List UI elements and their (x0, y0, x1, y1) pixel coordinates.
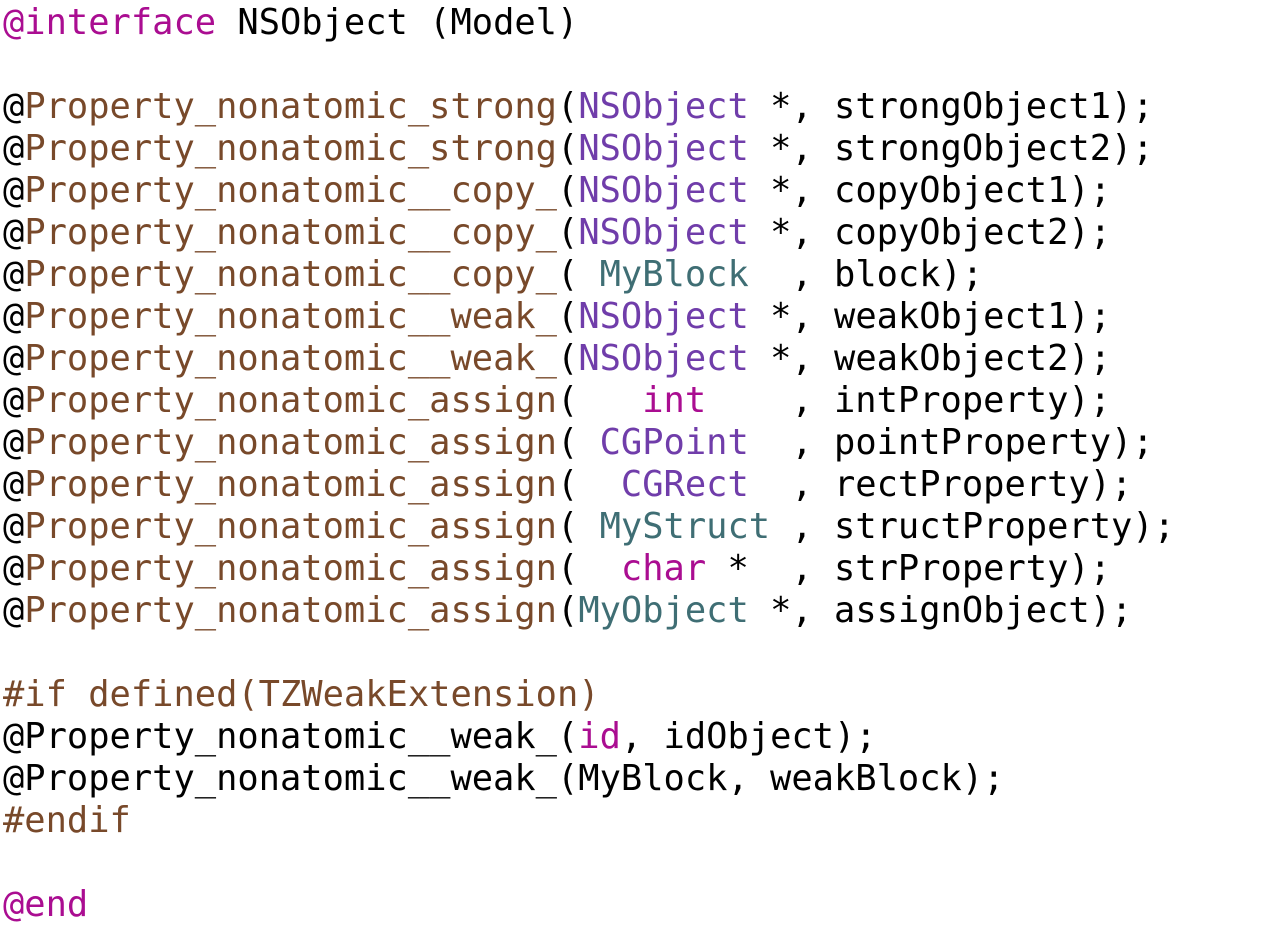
code-line[interactable]: @Property_nonatomic_assign( MyStruct , s… (3, 506, 1262, 548)
code-token: *, weakObject1); (748, 296, 1111, 337)
code-line[interactable]: @Property_nonatomic__copy_(NSObject *, c… (3, 212, 1262, 254)
macro-token: Property_nonatomic_strong (24, 128, 557, 169)
code-token: @ (3, 170, 25, 211)
code-line[interactable] (3, 44, 1262, 86)
macro-token: #if defined(TZWeakExtension) (3, 674, 600, 715)
macro-token: Property_nonatomic__copy_ (24, 254, 557, 295)
code-token: ( (557, 212, 579, 253)
code-token: @Property_nonatomic__weak_( (3, 716, 579, 757)
code-line[interactable]: #endif (3, 800, 1262, 842)
code-token: , idObject); (620, 716, 877, 757)
code-token: @ (3, 422, 25, 463)
code-line[interactable]: @interface NSObject (Model) (3, 2, 1262, 44)
code-token: , intProperty); (706, 380, 1111, 421)
keyword-token: @interface (3, 2, 217, 43)
class-token: NSObject (578, 86, 749, 127)
code-line[interactable]: @Property_nonatomic_assign(MyObject *, a… (3, 590, 1262, 632)
macro-token: Property_nonatomic__weak_ (24, 296, 557, 337)
code-token: @ (3, 128, 25, 169)
code-line[interactable]: @Property_nonatomic__weak_(MyBlock, weak… (3, 758, 1262, 800)
class-token: NSObject (578, 170, 749, 211)
code-line[interactable]: @Property_nonatomic_assign( CGPoint , po… (3, 422, 1262, 464)
keyword-token: @end (3, 884, 89, 925)
code-token: @ (3, 380, 25, 421)
code-token: ( (557, 422, 600, 463)
code-token: ( (557, 128, 579, 169)
macro-token: Property_nonatomic_assign (24, 548, 557, 589)
macro-token: Property_nonatomic_strong (24, 86, 557, 127)
code-line[interactable]: @Property_nonatomic__weak_(NSObject *, w… (3, 296, 1262, 338)
macro-token: #endif (3, 800, 131, 841)
code-line[interactable]: @Property_nonatomic_assign( CGRect , rec… (3, 464, 1262, 506)
code-token: @Property_nonatomic__weak_(MyBlock, weak… (3, 758, 1005, 799)
class-token: CGRect (620, 464, 749, 505)
code-line[interactable]: @Property_nonatomic_assign( int , intPro… (3, 380, 1262, 422)
code-token: ( (557, 296, 579, 337)
macro-token: Property_nonatomic_assign (24, 422, 557, 463)
code-line[interactable]: @Property_nonatomic__copy_( MyBlock , bl… (3, 254, 1262, 296)
code-token: *, copyObject1); (748, 170, 1111, 211)
code-line[interactable]: @end (3, 884, 1262, 926)
code-token: , rectProperty); (748, 464, 1133, 505)
code-token: NSObject (Model) (216, 2, 579, 43)
code-token: ( (557, 506, 600, 547)
code-token: @ (3, 506, 25, 547)
code-token: *, assignObject); (748, 590, 1133, 631)
macro-token: Property_nonatomic_assign (24, 464, 557, 505)
code-line[interactable]: @Property_nonatomic__weak_(id, idObject)… (3, 716, 1262, 758)
code-token: @ (3, 338, 25, 379)
code-token: *, copyObject2); (748, 212, 1111, 253)
code-token: *, strongObject2); (748, 128, 1154, 169)
macro-token: Property_nonatomic_assign (24, 506, 557, 547)
code-token: @ (3, 86, 25, 127)
code-token: *, strongObject1); (748, 86, 1154, 127)
code-token: ( (557, 338, 579, 379)
code-line[interactable]: @Property_nonatomic__copy_(NSObject *, c… (3, 170, 1262, 212)
code-token: ( (557, 590, 579, 631)
keyword-token: id (578, 716, 621, 757)
keyword-token: char (620, 548, 707, 589)
code-token: , block); (748, 254, 984, 295)
code-token: @ (3, 464, 25, 505)
code-token: @ (3, 296, 25, 337)
code-token: *, weakObject2); (748, 338, 1111, 379)
code-token: , pointProperty); (748, 422, 1154, 463)
macro-token: Property_nonatomic__copy_ (24, 170, 557, 211)
code-token: @ (3, 548, 25, 589)
class-token: NSObject (578, 296, 749, 337)
class-token: CGPoint (599, 422, 749, 463)
code-token: @ (3, 212, 25, 253)
code-line[interactable] (3, 632, 1262, 674)
code-line[interactable]: @Property_nonatomic_assign( char * , str… (3, 548, 1262, 590)
code-token: ( (557, 254, 600, 295)
keyword-token: int (642, 380, 707, 421)
macro-token: Property_nonatomic_assign (24, 590, 557, 631)
macro-token: Property_nonatomic__weak_ (24, 338, 557, 379)
macro-token: Property_nonatomic_assign (24, 380, 557, 421)
type-token: MyStruct (599, 506, 771, 547)
class-token: NSObject (578, 128, 749, 169)
class-token: NSObject (578, 338, 749, 379)
code-line[interactable]: @Property_nonatomic_strong(NSObject *, s… (3, 128, 1262, 170)
code-line[interactable]: @Property_nonatomic_strong(NSObject *, s… (3, 86, 1262, 128)
code-line[interactable]: @Property_nonatomic__weak_(NSObject *, w… (3, 338, 1262, 380)
code-token: @ (3, 254, 25, 295)
macro-token: Property_nonatomic__copy_ (24, 212, 557, 253)
code-line[interactable] (3, 842, 1262, 884)
type-token: MyObject (578, 590, 749, 631)
code-token: ( (557, 170, 579, 211)
code-token: ( (557, 548, 621, 589)
code-token: , structProperty); (770, 506, 1175, 547)
code-token: ( (557, 380, 643, 421)
class-token: NSObject (578, 212, 749, 253)
code-token: ( (557, 464, 621, 505)
code-token: * , strProperty); (706, 548, 1111, 589)
type-token: MyBlock (599, 254, 749, 295)
code-token: ( (557, 86, 579, 127)
code-line[interactable]: #if defined(TZWeakExtension) (3, 674, 1262, 716)
code-token: @ (3, 590, 25, 631)
